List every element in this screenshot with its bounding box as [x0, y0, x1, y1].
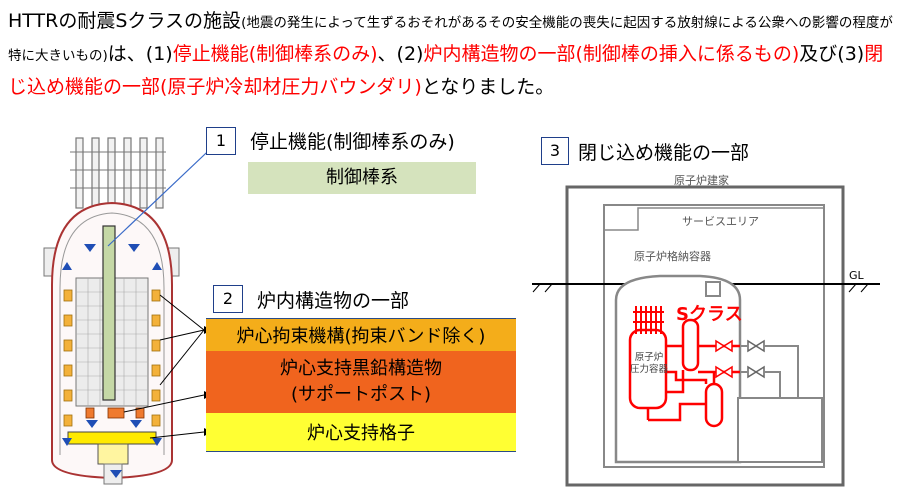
intro-text-4: 及び(3)	[799, 43, 865, 65]
sec2-number: 2	[213, 285, 243, 313]
graphite-support-structure: 炉心支持黒鉛構造物 (サポートポスト)	[206, 351, 516, 413]
graphite-support-label: 炉心支持黒鉛構造物	[280, 358, 442, 379]
intro-shutdown-function: 停止機能(制御棒系のみ)	[172, 43, 378, 65]
sec1-number: 1	[206, 127, 236, 155]
sec3-title: 閉じ込め機能の一部	[578, 142, 750, 164]
intro-text-3: 、(2)	[377, 43, 424, 65]
core-restraint-mechanism: 炉心拘束機構(拘束バンド除く)	[206, 319, 516, 351]
service-area-label: サービスエリア	[682, 215, 759, 228]
control-rod-system-box: 制御棒系	[248, 162, 476, 194]
intro-confinement: 閉じ込め機能の一部(原子炉冷却材圧力バウンダリ)	[8, 43, 884, 98]
core-support-grid: 炉心支持格子	[206, 413, 516, 451]
intro-core-internals: 炉内構造物の一部(制御棒の挿入に係るもの)	[423, 43, 800, 65]
intro-lead: HTTRの耐震Sクラスの施設	[8, 10, 242, 32]
ground-level-label: GL	[849, 269, 864, 282]
containment-vessel-label: 原子炉格納容器	[634, 250, 711, 263]
sec2-title: 炉内構造物の一部	[257, 290, 410, 312]
pressure-vessel-label-line1: 原子炉	[634, 352, 664, 363]
sec1-title: 停止機能(制御棒系のみ)	[250, 131, 455, 153]
reactor-cross-section	[43, 137, 223, 485]
support-post-label: (サポートポスト)	[290, 384, 432, 405]
intro-text-2: は、(1)	[107, 43, 173, 65]
s-class-label: Sクラス	[676, 304, 743, 325]
intro-definition: (地震の発生によって生ずるおそれがあるその安全機能の喪失に起因する放射線による公…	[8, 15, 893, 64]
core-support-grid-label: 炉心支持格子	[307, 423, 415, 444]
building-schematic	[532, 185, 880, 487]
pressure-vessel-label-line2: 圧力容器	[630, 364, 669, 375]
intro-text-5: となりました。	[421, 76, 555, 98]
sec3-number: 3	[541, 137, 569, 165]
core-restraint-label: 炉心拘束機構(拘束バンド除く)	[236, 326, 486, 347]
reactor-building-label: 原子炉建家	[674, 174, 729, 187]
intro-paragraph: HTTRの耐震Sクラスの施設(地震の発生によって生ずるおそれがあるその安全機能の…	[8, 6, 894, 103]
pressure-vessel-label: 原子炉圧力容器	[630, 352, 668, 376]
